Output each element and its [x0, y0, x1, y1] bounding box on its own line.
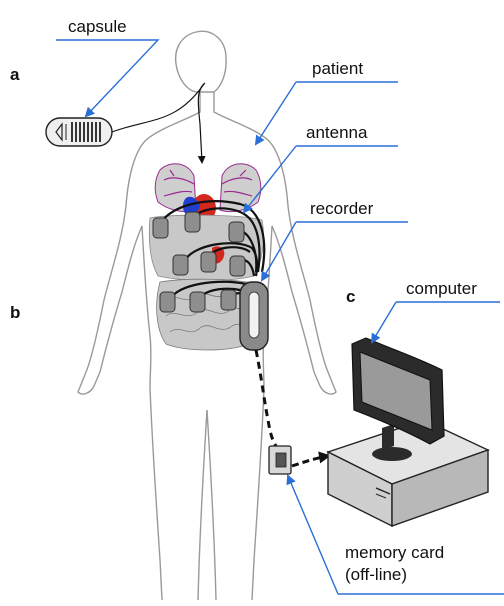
leader-lines: [56, 40, 504, 594]
recorder-to-card-cable: [256, 350, 276, 446]
label-computer: computer: [406, 279, 477, 298]
antenna-sensor-icon: [221, 290, 236, 310]
label-recorder: recorder: [310, 199, 374, 218]
capsule-leader: [56, 40, 158, 116]
antenna-sensor-icon: [230, 256, 245, 276]
antenna-sensor-icon: [185, 212, 200, 232]
panel-letter-c: c: [346, 287, 355, 306]
panel-letter-b: b: [10, 303, 20, 322]
label-memory-card: memory card: [345, 543, 444, 562]
label-antenna: antenna: [306, 123, 368, 142]
antenna-sensor-icon: [153, 218, 168, 238]
recorder-leader: [262, 222, 408, 280]
panel-letter-a: a: [10, 65, 20, 84]
swallow-arrow: [198, 83, 205, 162]
monitor-foot: [372, 447, 412, 461]
capsule-link-line: [112, 84, 204, 132]
memory-card-icon: [269, 446, 291, 474]
antenna-sensor-icon: [201, 252, 216, 272]
capsule-icon: [46, 118, 112, 146]
card-to-computer-arrow: [292, 456, 328, 466]
antenna-sensor-icon: [190, 292, 205, 312]
antenna-sensor-icon: [229, 222, 244, 242]
antenna-sensor-icon: [160, 292, 175, 312]
desktop-computer-icon: [328, 338, 488, 526]
label-capsule: capsule: [68, 17, 127, 36]
recorder-icon: [240, 282, 268, 350]
antenna-sensor-icon: [173, 255, 188, 275]
label-patient: patient: [312, 59, 363, 78]
computer-leader: [372, 302, 500, 342]
monitor-stand: [382, 424, 394, 450]
label-memory-card-offline: (off-line): [345, 565, 407, 584]
